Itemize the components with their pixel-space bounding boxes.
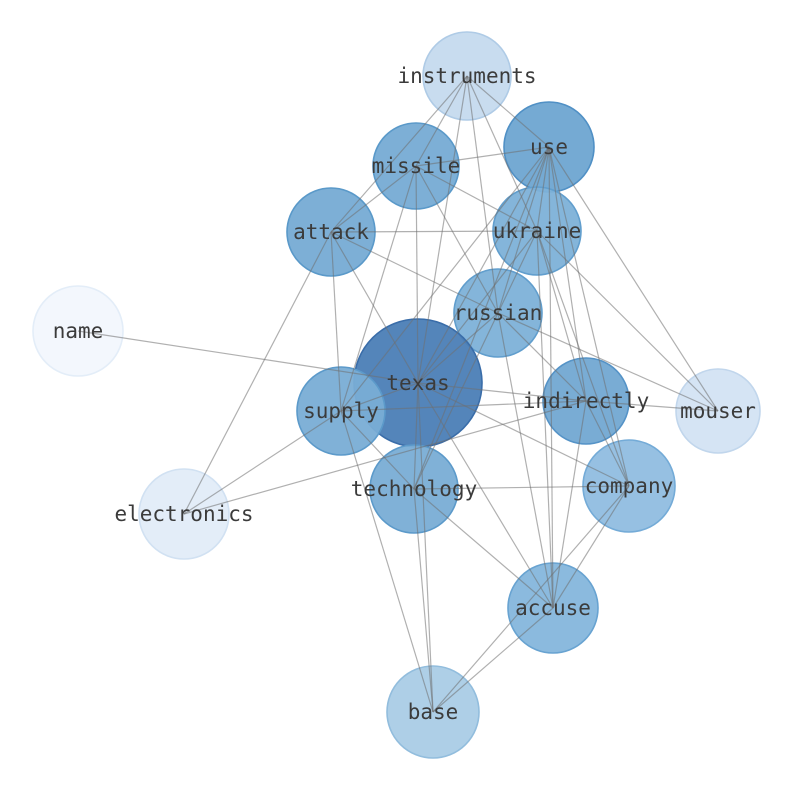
edge-missile-instruments [415, 75, 468, 167]
edge-use-indirectly [548, 146, 587, 402]
edge-base-texas [417, 382, 434, 713]
edge-electronics-attack [183, 231, 332, 515]
edge-layer [77, 75, 719, 713]
node-label-missile: missile [372, 154, 461, 178]
edge-ukraine-instruments [466, 75, 538, 232]
edge-missile-attack [330, 165, 417, 233]
edge-supply-attack [330, 231, 342, 412]
edge-texas-ukraine [417, 230, 538, 384]
edge-ukraine-indirectly [536, 230, 587, 402]
edge-use-company [548, 146, 630, 487]
label-layer: instruments use missile attack ukraine russia… [53, 64, 756, 724]
node-label-mouser: mouser [680, 399, 756, 423]
edge-indirectly-company [585, 400, 630, 487]
edge-base-accuse [432, 607, 554, 713]
edge-accuse-use [548, 146, 554, 609]
node-label-indirectly: indirectly [523, 389, 649, 413]
edge-mouser-use [548, 146, 719, 412]
edge-russian-instruments [466, 75, 499, 314]
node-label-accuse: accuse [515, 596, 591, 620]
edge-missile-russian [415, 165, 499, 314]
node-label-technology: technology [351, 477, 477, 501]
edge-texas-missile [415, 165, 419, 384]
edge-base-supply [340, 410, 434, 713]
edge-name-texas [77, 330, 419, 384]
edge-attack-russian [330, 231, 499, 314]
edge-russian-technology [413, 312, 499, 490]
node-label-supply: supply [303, 399, 379, 423]
edge-texas-instruments [417, 75, 468, 384]
edge-missile-ukraine [415, 165, 538, 232]
edge-texas-company [417, 382, 630, 487]
edge-texas-supply [340, 382, 419, 412]
edge-mouser-russian [497, 312, 719, 412]
edge-use-technology [413, 146, 550, 490]
node-label-company: company [585, 474, 674, 498]
edge-electronics-supply [183, 410, 342, 515]
edge-texas-indirectly [417, 382, 587, 402]
edge-supply-technology [340, 410, 415, 490]
node-label-electronics: electronics [114, 502, 253, 526]
edge-attack-ukraine [330, 230, 538, 233]
edge-accuse-ukraine [536, 230, 554, 609]
edge-supply-indirectly [340, 400, 587, 412]
node-label-use: use [530, 135, 568, 159]
node-label-texas: texas [386, 371, 449, 395]
node-label-name: name [53, 319, 104, 343]
edge-attack-instruments [330, 75, 468, 233]
edge-russian-indirectly [497, 312, 587, 402]
edge-use-russian [497, 146, 550, 314]
node-label-base: base [408, 700, 459, 724]
edge-ukraine-russian [497, 230, 538, 314]
edge-ukraine-company [536, 230, 630, 487]
edge-base-technology [413, 488, 434, 713]
node-layer [32, 31, 761, 759]
node-label-russian: russian [454, 301, 543, 325]
node-label-attack: attack [293, 220, 369, 244]
edge-texas-russian [417, 312, 499, 384]
node-label-instruments: instruments [397, 64, 536, 88]
edge-supply-use [340, 146, 550, 412]
edge-accuse-russian [497, 312, 554, 609]
edge-mouser-ukraine [536, 230, 719, 412]
edge-accuse-indirectly [552, 400, 587, 609]
edge-texas-technology [413, 382, 419, 490]
edge-mouser-indirectly [585, 400, 719, 412]
edge-accuse-company [552, 485, 630, 609]
edge-use-ukraine [536, 146, 550, 232]
edge-technology-company [413, 485, 630, 490]
node-label-ukraine: ukraine [493, 219, 582, 243]
edge-texas-use [417, 146, 550, 384]
edge-texas-attack [330, 231, 419, 384]
edge-accuse-technology [413, 488, 554, 609]
edge-use-instruments [466, 75, 550, 148]
edge-supply-missile [340, 165, 417, 412]
edge-base-company [432, 485, 630, 713]
edge-missile-use [415, 146, 550, 167]
